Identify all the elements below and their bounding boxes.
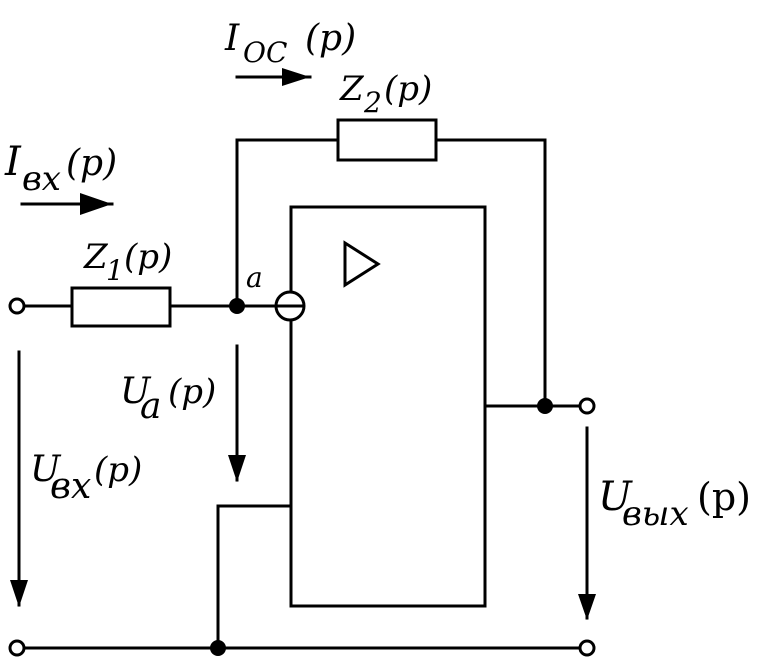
u-a-arrowhead <box>228 455 246 482</box>
noninverting-input-wire <box>216 504 293 650</box>
u-in-arg: (p) <box>94 450 142 490</box>
i-in-sub: вх <box>22 159 61 199</box>
input-ground-terminal <box>8 639 26 657</box>
u-out-sub: вых <box>622 494 689 534</box>
z2-sub: 2 <box>363 86 382 119</box>
u-a-sub: a <box>140 386 161 427</box>
node-a-label: a <box>246 261 263 294</box>
u-out-arg: (p) <box>697 475 751 519</box>
i-oc-main: I <box>224 18 240 59</box>
u-in-sub: вх <box>50 466 91 507</box>
u-in-main: U <box>30 449 62 490</box>
z1-main: Z <box>83 237 109 277</box>
node-a-junction <box>229 298 245 314</box>
z2-impedance <box>336 118 438 162</box>
z1-sub: 1 <box>106 254 124 287</box>
z2-arg: (p) <box>384 69 432 109</box>
u-a-main: U <box>120 371 152 412</box>
ground-junction <box>210 640 226 656</box>
op-amp-triangle-icon <box>343 240 381 288</box>
z1-arg: (p) <box>124 237 172 277</box>
output-terminal <box>578 397 596 415</box>
i-oc-sub: OC <box>243 36 287 69</box>
feedback-wire-left <box>235 138 340 308</box>
u-in-arrowhead <box>10 580 28 607</box>
u-out-main: U <box>598 474 633 520</box>
i-oc-arrowhead <box>282 68 310 86</box>
i-in-arrowhead <box>80 193 112 215</box>
output-ground-terminal <box>578 639 596 657</box>
i-in-main: I <box>4 139 22 185</box>
z1-impedance <box>70 286 172 328</box>
i-in-arg: (p) <box>66 143 117 184</box>
op-amp-body <box>289 205 487 608</box>
feedback-wire-right <box>434 138 547 408</box>
output-junction <box>537 398 553 414</box>
i-oc-arg: (p) <box>305 18 356 59</box>
z2-main: Z <box>339 69 365 109</box>
input-terminal <box>8 297 26 315</box>
u-out-arrowhead <box>578 594 596 620</box>
u-a-arg: (p) <box>168 372 216 412</box>
